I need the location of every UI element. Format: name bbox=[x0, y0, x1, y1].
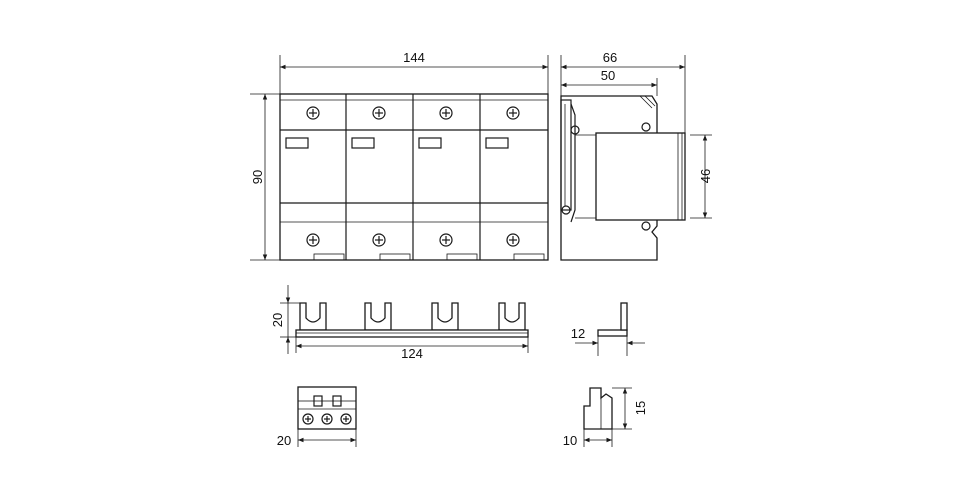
busbar-view: 20 124 bbox=[270, 285, 529, 361]
indicator-window bbox=[418, 137, 442, 149]
terminal-screw-icon bbox=[506, 233, 520, 247]
front-view: 144 90 bbox=[250, 50, 549, 261]
busbar-fork bbox=[364, 302, 392, 331]
terminal-view: 20 bbox=[277, 386, 357, 448]
front-height-label: 90 bbox=[250, 170, 265, 184]
terminal-side-width-label: 10 bbox=[563, 433, 577, 448]
side-view: 66 50 46 bbox=[560, 50, 713, 261]
side-window-height-label: 46 bbox=[698, 169, 713, 183]
busbar-fork bbox=[498, 302, 526, 331]
terminal-block bbox=[297, 386, 357, 430]
front-width-label: 144 bbox=[403, 50, 425, 65]
terminal-side-height-label: 15 bbox=[633, 401, 648, 415]
busbar-bar bbox=[295, 329, 529, 338]
busbar-height-label: 20 bbox=[270, 313, 285, 327]
terminal-side-profile bbox=[583, 387, 613, 430]
indicator-window bbox=[351, 137, 375, 149]
rivet-icon bbox=[561, 205, 571, 215]
busbar-fork bbox=[431, 302, 459, 331]
module-housing bbox=[279, 93, 549, 261]
busbar-fork bbox=[299, 302, 327, 331]
indicator-window bbox=[285, 137, 309, 149]
busbar-length-label: 124 bbox=[401, 346, 423, 361]
terminal-screw-icon bbox=[306, 233, 320, 247]
busbar-thickness-label: 12 bbox=[571, 326, 585, 341]
terminal-width-label: 20 bbox=[277, 433, 291, 448]
indicator-window bbox=[485, 137, 509, 149]
rivet-icon bbox=[641, 122, 651, 132]
terminal-screw-icon bbox=[306, 106, 320, 120]
terminal-screw-icon bbox=[372, 106, 386, 120]
terminal-screw-icon bbox=[321, 413, 333, 425]
terminal-screw-icon bbox=[439, 106, 453, 120]
side-depth-label: 66 bbox=[603, 50, 617, 65]
terminal-screw-icon bbox=[302, 413, 314, 425]
rivet-icon bbox=[570, 125, 580, 135]
rivet-icon bbox=[641, 221, 651, 231]
side-inner-depth-label: 50 bbox=[601, 68, 615, 83]
terminal-screw-icon bbox=[439, 233, 453, 247]
terminal-screw-icon bbox=[340, 413, 352, 425]
terminal-screw-icon bbox=[506, 106, 520, 120]
busbar-side-view: 12 bbox=[571, 302, 645, 356]
terminal-side-view: 15 10 bbox=[563, 387, 648, 448]
terminal-screw-icon bbox=[372, 233, 386, 247]
front-cover bbox=[595, 132, 686, 221]
